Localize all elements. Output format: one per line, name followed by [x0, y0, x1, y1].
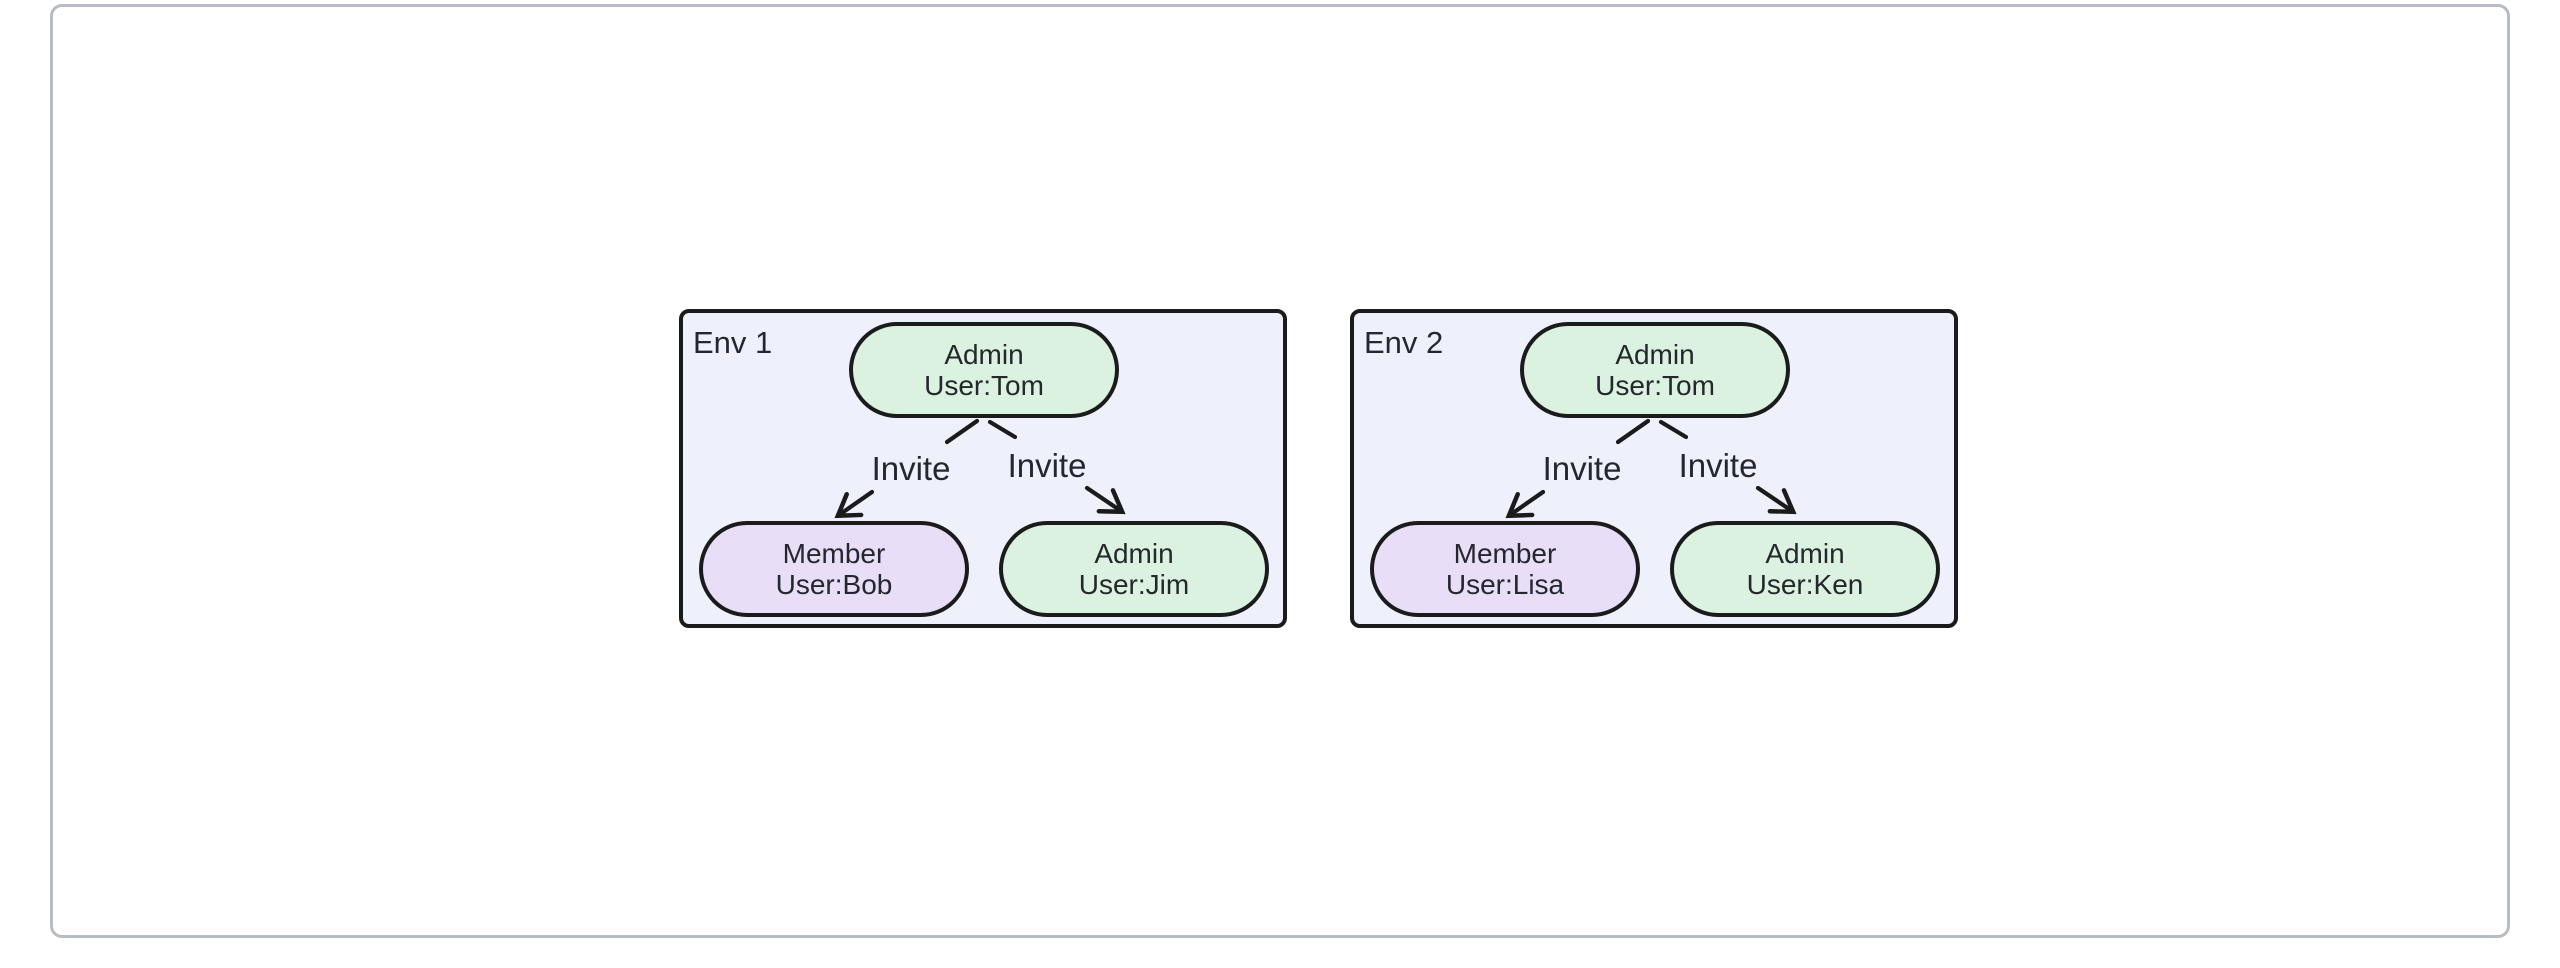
- edge-label-invite: Invite: [1542, 450, 1622, 487]
- invite-edges-svg: [834, 418, 1126, 519]
- edge-label-invite: Invite: [1678, 447, 1758, 484]
- node-user-label: User:Jim: [1078, 569, 1190, 600]
- node-user-label: User:Ken: [1746, 569, 1864, 600]
- node-role-label: Admin: [944, 339, 1024, 370]
- edge-tom-to-admin-upper: [987, 419, 1018, 440]
- invite-edges-svg: [1505, 418, 1797, 519]
- node-role-label: Admin: [1094, 538, 1174, 569]
- edge-label-invite: Invite: [1007, 447, 1087, 484]
- subgraph-label: Env 2: [1364, 325, 1444, 360]
- node-user-label: User:Lisa: [1445, 569, 1565, 600]
- node-user-label: User:Bob: [775, 569, 893, 600]
- subgraph-env-2: Env 2 Admin User:Tom Member User:Lisa Ad…: [1350, 309, 1958, 628]
- subgraph-label: Env 1: [693, 325, 773, 360]
- node-role-label: Member: [1453, 538, 1557, 569]
- node-role-label: Member: [782, 538, 886, 569]
- node-user-label: User:Tom: [924, 370, 1044, 401]
- node-member-bob: Member User:Bob: [699, 521, 969, 617]
- edge-tom-to-admin-arrow: [1755, 485, 1797, 515]
- node-admin-tom: Admin User:Tom: [849, 322, 1119, 418]
- node-admin-tom-2: Admin User:Tom: [1520, 322, 1790, 418]
- node-role-label: Admin: [1615, 339, 1695, 370]
- edge-tom-to-member-upper: [1615, 418, 1651, 445]
- edge-tom-to-member-upper: [944, 418, 980, 445]
- edge-label-invite: Invite: [871, 450, 951, 487]
- node-member-lisa: Member User:Lisa: [1370, 521, 1640, 617]
- edge-tom-to-member-arrow: [1505, 489, 1546, 519]
- edge-tom-to-admin-arrow: [1084, 485, 1126, 515]
- node-admin-jim: Admin User:Jim: [999, 521, 1269, 617]
- subgraph-env-1: Env 1 Admin User:Tom Member User:Bob Adm…: [679, 309, 1287, 628]
- node-user-label: User:Tom: [1595, 370, 1715, 401]
- edge-tom-to-member-arrow: [834, 489, 875, 519]
- edge-tom-to-admin-upper: [1658, 419, 1689, 440]
- node-role-label: Admin: [1765, 538, 1845, 569]
- node-admin-ken: Admin User:Ken: [1670, 521, 1940, 617]
